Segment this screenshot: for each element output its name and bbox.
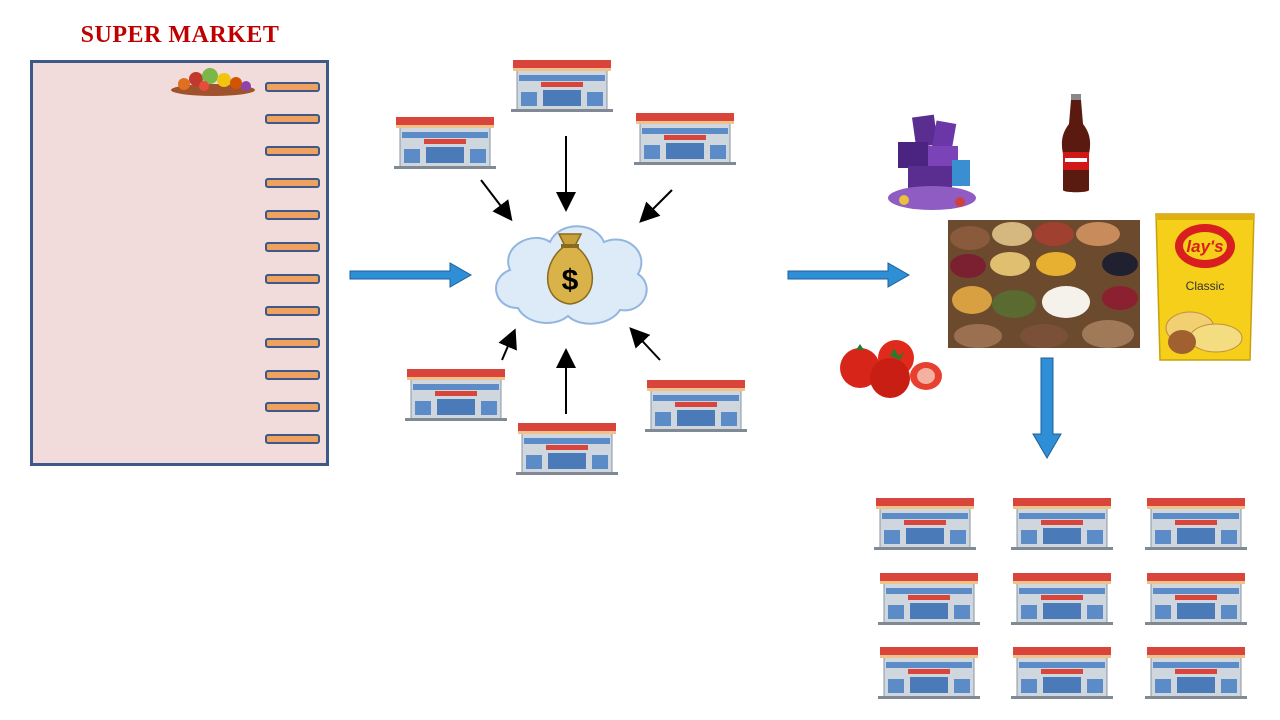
store-icon — [1010, 497, 1114, 551]
cola-bottle-icon — [1059, 94, 1093, 194]
arrow-diagonal — [498, 328, 517, 361]
money-bag-icon: $ — [539, 230, 601, 308]
store-icon — [877, 646, 981, 700]
supermarket-panel — [30, 60, 329, 466]
shelf-bar — [265, 434, 320, 444]
tomatoes-icon — [834, 334, 946, 400]
store-icon — [1010, 646, 1114, 700]
shelf-bar — [265, 402, 320, 412]
shelf-bar — [265, 146, 320, 156]
shelf-bar — [265, 370, 320, 380]
chips-bag-icon: lay's Classic — [1152, 210, 1258, 364]
shelf-bar — [265, 210, 320, 220]
store-icon — [877, 572, 981, 626]
dollar-sign: $ — [562, 264, 579, 297]
shelf-bar — [265, 338, 320, 348]
shelf-bar — [265, 306, 320, 316]
arrow-down-big — [1032, 357, 1062, 459]
page-title: SUPER MARKET — [80, 22, 280, 48]
arrow-diagonal — [480, 179, 513, 222]
store-icon — [1144, 497, 1248, 551]
arrow-right-1 — [349, 262, 473, 288]
shelf-bar — [265, 82, 320, 92]
shelf-bar — [265, 114, 320, 124]
chips-brand-label: lay's — [1186, 237, 1223, 256]
store-icon — [1144, 572, 1248, 626]
grain-sacks-icon — [948, 220, 1140, 348]
arrow-diagonal — [629, 327, 661, 361]
chips-flavor-label: Classic — [1186, 279, 1225, 293]
shelf-bar — [265, 242, 320, 252]
store-icon — [873, 497, 977, 551]
shelf-bar — [265, 178, 320, 188]
arrow-right-2 — [787, 262, 911, 288]
arrow-diagonal — [639, 189, 673, 223]
grocery-basket-icon — [170, 66, 256, 96]
chocolates-icon — [884, 112, 980, 216]
store-icon — [1144, 646, 1248, 700]
store-icon — [1010, 572, 1114, 626]
shelf-bar — [265, 274, 320, 284]
